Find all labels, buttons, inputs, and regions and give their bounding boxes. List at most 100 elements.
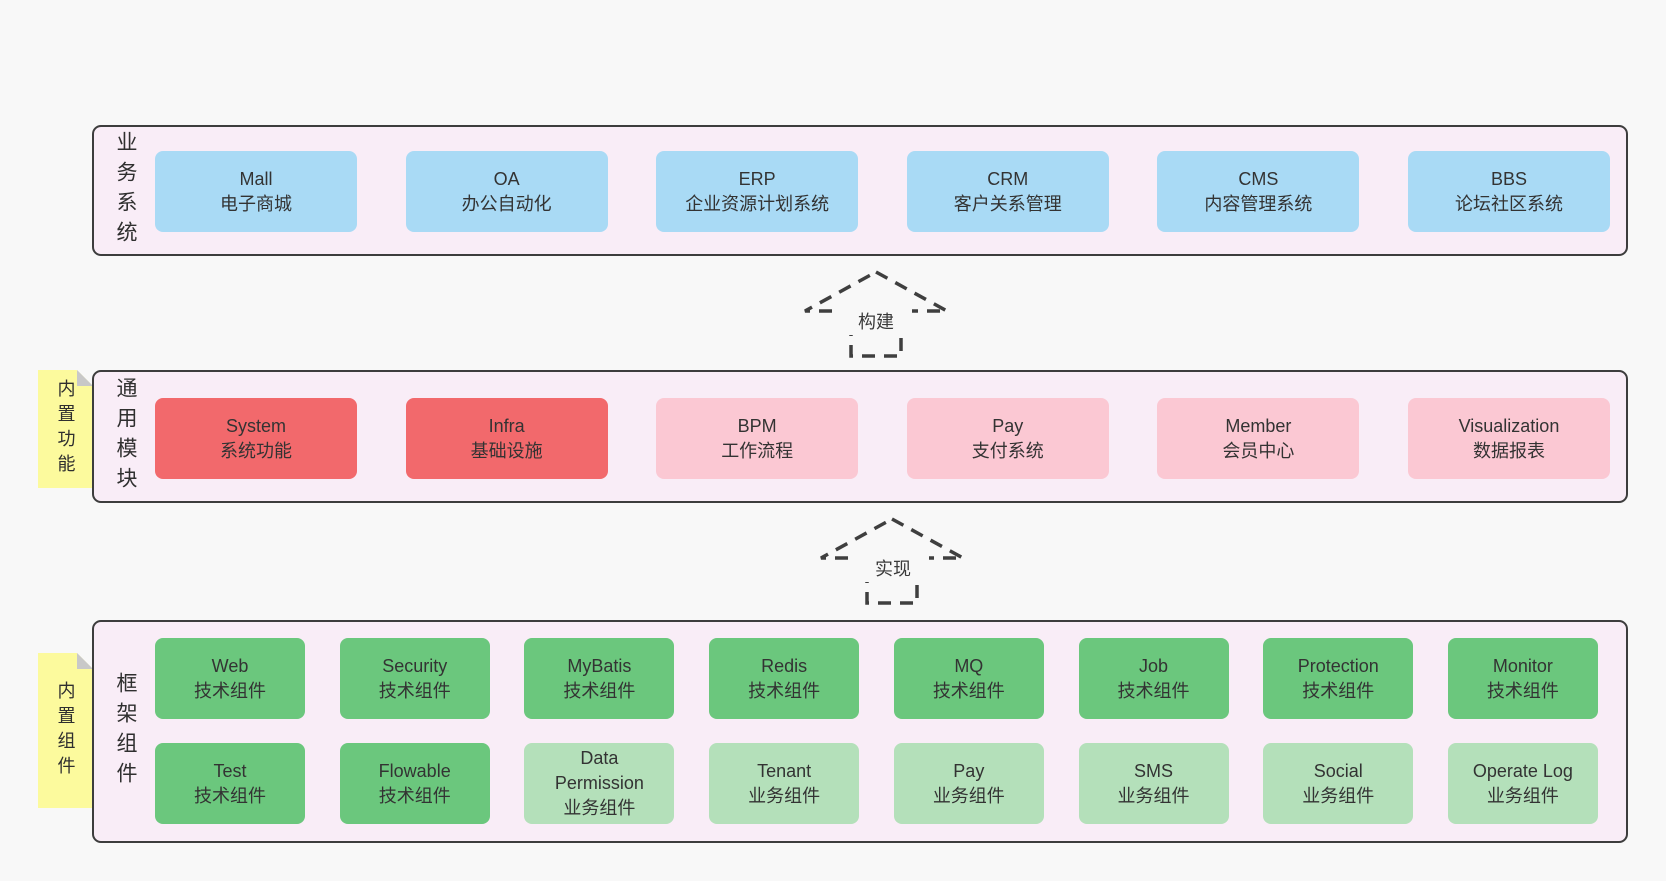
system-box: BBS 论坛社区系统 <box>1407 151 1610 232</box>
module-box: Infra 基础设施 <box>405 398 608 479</box>
component-box: Redis 技术组件 <box>709 638 860 719</box>
component-box: Social 业务组件 <box>1263 743 1414 824</box>
note-fold-corner-icon <box>77 370 93 386</box>
box-title: Monitor <box>1492 655 1553 676</box>
modules-boxes-row: System 系统功能 Infra 基础设施 BPM 工作流程 Pay 支付系统 <box>155 398 1610 479</box>
box-subtitle: 会员中心 <box>1222 440 1295 461</box>
box-title: Job <box>1139 655 1169 676</box>
box-subtitle: 业务组件 <box>932 785 1005 806</box>
module-box: Member 会员中心 <box>1157 398 1360 479</box>
note-background <box>38 653 93 808</box>
module-box: System 系统功能 <box>155 398 357 479</box>
business-systems-lane: 业务系统 Mall 电子商城 OA 办公自动化 ERP 企业资源计划系统 <box>92 125 1628 256</box>
box-subtitle: 技术组件 <box>932 680 1005 701</box>
framework-components-lane: 框架组件 Web 技术组件 Security 技术组件 MyBatis 技术组件 <box>92 620 1628 843</box>
box-title: Pay <box>953 760 985 781</box>
note-label: 内置功能 <box>55 379 76 479</box>
note-label: 内置组件 <box>55 680 76 781</box>
system-box: OA 办公自动化 <box>405 151 608 232</box>
component-box: Job 技术组件 <box>1078 638 1229 719</box>
builtin-components-note: 内置组件 <box>38 653 93 808</box>
box-subtitle: 企业资源计划系统 <box>685 193 830 214</box>
framework-lane-label: 框架组件 <box>114 671 137 792</box>
box-subtitle: 技术组件 <box>378 680 451 701</box>
box-title: Infra <box>488 415 525 436</box>
system-box: CMS 内容管理系统 <box>1157 151 1360 232</box>
box-subtitle: 客户关系管理 <box>953 193 1062 214</box>
box-title: Tenant <box>757 760 812 781</box>
note-fold-corner-icon <box>77 653 93 669</box>
box-title: MyBatis <box>567 655 632 676</box>
box-title: Flowable <box>378 760 451 781</box>
box-title: Data Permission <box>554 748 644 793</box>
component-box: Pay 业务组件 <box>893 743 1044 824</box>
box-subtitle: 技术组件 <box>563 680 636 701</box>
box-title: SMS <box>1134 760 1174 781</box>
box-subtitle: 办公自动化 <box>461 193 552 214</box>
box-subtitle: 论坛社区系统 <box>1454 193 1563 214</box>
component-box: Security 技术组件 <box>339 638 490 719</box>
builtin-features-note: 内置功能 <box>38 370 93 488</box>
box-title: Member <box>1225 415 1292 436</box>
box-title: Social <box>1313 760 1363 781</box>
box-title: Security <box>382 655 448 676</box>
box-title: OA <box>493 168 520 189</box>
framework-boxes-row-2: Test 技术组件 Flowable 技术组件 Data Permission … <box>155 743 1598 824</box>
box-title: MQ <box>954 655 984 676</box>
box-subtitle: 技术组件 <box>1302 680 1375 701</box>
box-title: BBS <box>1490 168 1527 189</box>
box-subtitle: 业务组件 <box>1117 785 1190 806</box>
box-title: ERP <box>738 168 776 189</box>
component-box: Test 技术组件 <box>155 743 305 824</box>
system-box: Mall 电子商城 <box>155 151 357 232</box>
component-box: Operate Log 业务组件 <box>1447 743 1598 824</box>
module-box: Pay 支付系统 <box>906 398 1109 479</box>
box-title: CMS <box>1238 168 1279 189</box>
component-box: Monitor 技术组件 <box>1447 638 1598 719</box>
box-subtitle: 支付系统 <box>971 440 1044 461</box>
module-box: BPM 工作流程 <box>656 398 859 479</box>
box-title: Mall <box>239 168 273 189</box>
box-subtitle: 技术组件 <box>748 680 821 701</box>
box-title: Operate Log <box>1472 760 1573 781</box>
common-modules-lane: 通用模块 System 系统功能 Infra 基础设施 BPM 工作流程 <box>92 370 1628 503</box>
component-box: MQ 技术组件 <box>893 638 1044 719</box>
box-subtitle: 技术组件 <box>1117 680 1190 701</box>
component-box: SMS 业务组件 <box>1078 743 1229 824</box>
box-subtitle: 业务组件 <box>1302 785 1375 806</box>
box-subtitle: 内容管理系统 <box>1204 193 1313 214</box>
component-box: Web 技术组件 <box>155 638 305 719</box>
implement-arrow-label: 实现 <box>857 556 929 582</box>
build-arrow-label: 构建 <box>840 309 912 335</box>
component-box: Data Permission 业务组件 <box>524 743 675 824</box>
box-subtitle: 系统功能 <box>220 440 292 461</box>
component-box: MyBatis 技术组件 <box>524 638 675 719</box>
box-title: System <box>225 415 286 436</box>
box-title: Web <box>211 655 249 676</box>
component-box: Tenant 业务组件 <box>709 743 860 824</box>
box-subtitle: 基础设施 <box>470 440 543 461</box>
component-box: Flowable 技术组件 <box>339 743 490 824</box>
box-subtitle: 业务组件 <box>1486 785 1559 806</box>
box-subtitle: 技术组件 <box>194 680 266 701</box>
box-title: Test <box>213 760 247 781</box>
business-boxes-row: Mall 电子商城 OA 办公自动化 ERP 企业资源计划系统 CRM 客户关系… <box>155 151 1610 232</box>
box-subtitle: 数据报表 <box>1472 440 1545 461</box>
component-box: Protection 技术组件 <box>1263 638 1414 719</box>
box-subtitle: 技术组件 <box>1486 680 1559 701</box>
box-subtitle: 技术组件 <box>378 785 451 806</box>
implement-arrow-icon <box>820 517 964 605</box>
modules-lane-label: 通用模块 <box>114 376 137 497</box>
build-arrow-icon <box>804 270 948 358</box>
business-lane-label: 业务系统 <box>114 130 137 251</box>
system-box: ERP 企业资源计划系统 <box>656 151 859 232</box>
box-title: Redis <box>761 655 808 676</box>
box-title: CRM <box>987 168 1029 189</box>
box-subtitle: 电子商城 <box>220 193 292 214</box>
box-subtitle: 业务组件 <box>748 785 821 806</box>
box-subtitle: 业务组件 <box>563 798 636 818</box>
box-title: Visualization <box>1458 415 1560 436</box>
box-subtitle: 技术组件 <box>194 785 266 806</box>
note-background <box>38 370 93 488</box>
